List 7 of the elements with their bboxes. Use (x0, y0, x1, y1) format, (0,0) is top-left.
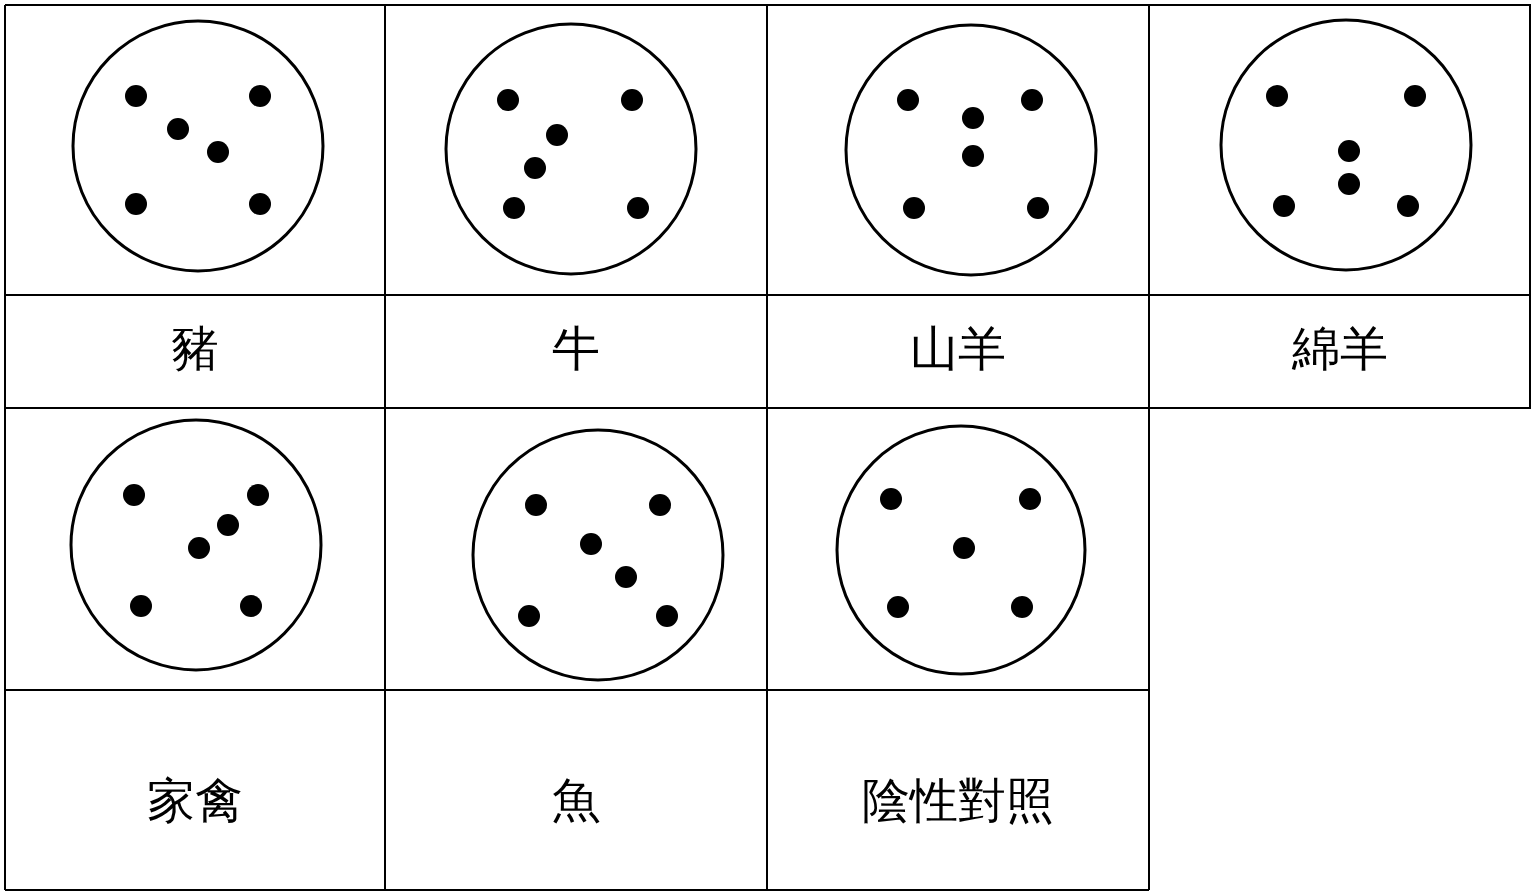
sample-label: 家禽 (147, 773, 243, 827)
sample-label: 陰性對照 (862, 773, 1054, 827)
sample-label: 牛 (552, 321, 600, 375)
sample-label: 魚 (552, 773, 600, 827)
sample-label: 豬 (171, 321, 219, 375)
sample-label: 綿羊 (1292, 321, 1388, 375)
sample-label: 山羊 (910, 321, 1006, 375)
